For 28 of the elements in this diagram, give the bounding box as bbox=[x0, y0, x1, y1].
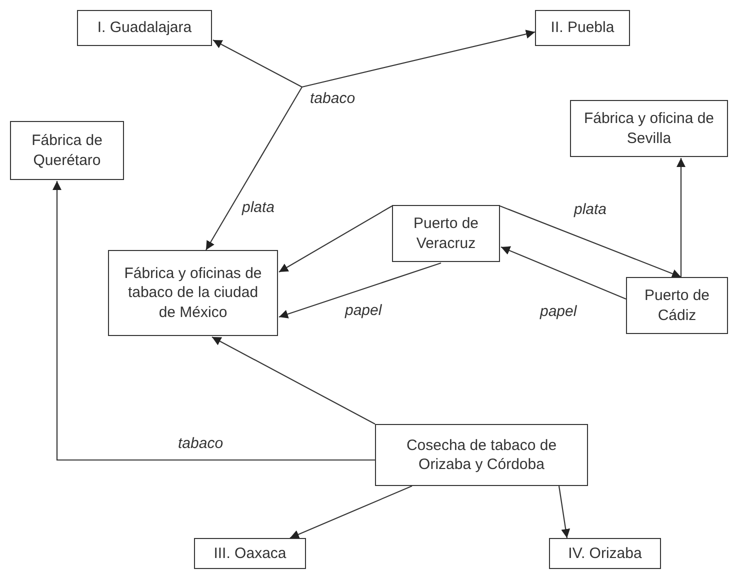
place-box: Fábrica de Querétaro bbox=[10, 121, 124, 180]
edge-label: plata bbox=[572, 202, 609, 217]
place-box: Fábrica y oficina de Sevilla bbox=[570, 100, 728, 157]
arrow bbox=[52, 181, 375, 461]
place-box: I. Guadalajara bbox=[77, 10, 212, 46]
edge-label: plata bbox=[240, 200, 277, 215]
place-box: III. Oaxaca bbox=[194, 538, 306, 569]
arrow bbox=[302, 30, 536, 88]
place-box: Cosecha de tabaco de Orizaba y Córdoba bbox=[375, 424, 588, 486]
place-box: II. Puebla bbox=[535, 10, 630, 46]
edge-label: tabaco bbox=[308, 91, 358, 106]
arrow bbox=[206, 86, 302, 250]
arrow bbox=[212, 40, 302, 88]
arrow bbox=[278, 206, 392, 272]
arrow bbox=[500, 205, 682, 278]
edge-label: papel bbox=[343, 303, 384, 318]
arrow bbox=[676, 158, 686, 277]
edge-label: tabaco bbox=[176, 436, 226, 451]
place-box: Puerto de Cádiz bbox=[626, 277, 728, 334]
arrow bbox=[290, 486, 412, 539]
arrow bbox=[558, 486, 570, 538]
place-box: Fábrica y oficinas de tabaco de la ciudad de México bbox=[108, 250, 278, 336]
place-box: IV. Orizaba bbox=[549, 538, 661, 569]
arrow bbox=[212, 336, 376, 424]
edge-label: papel bbox=[538, 304, 579, 319]
place-box: Puerto de Veracruz bbox=[392, 205, 500, 262]
arrow bbox=[278, 262, 442, 318]
arrow bbox=[500, 246, 626, 300]
